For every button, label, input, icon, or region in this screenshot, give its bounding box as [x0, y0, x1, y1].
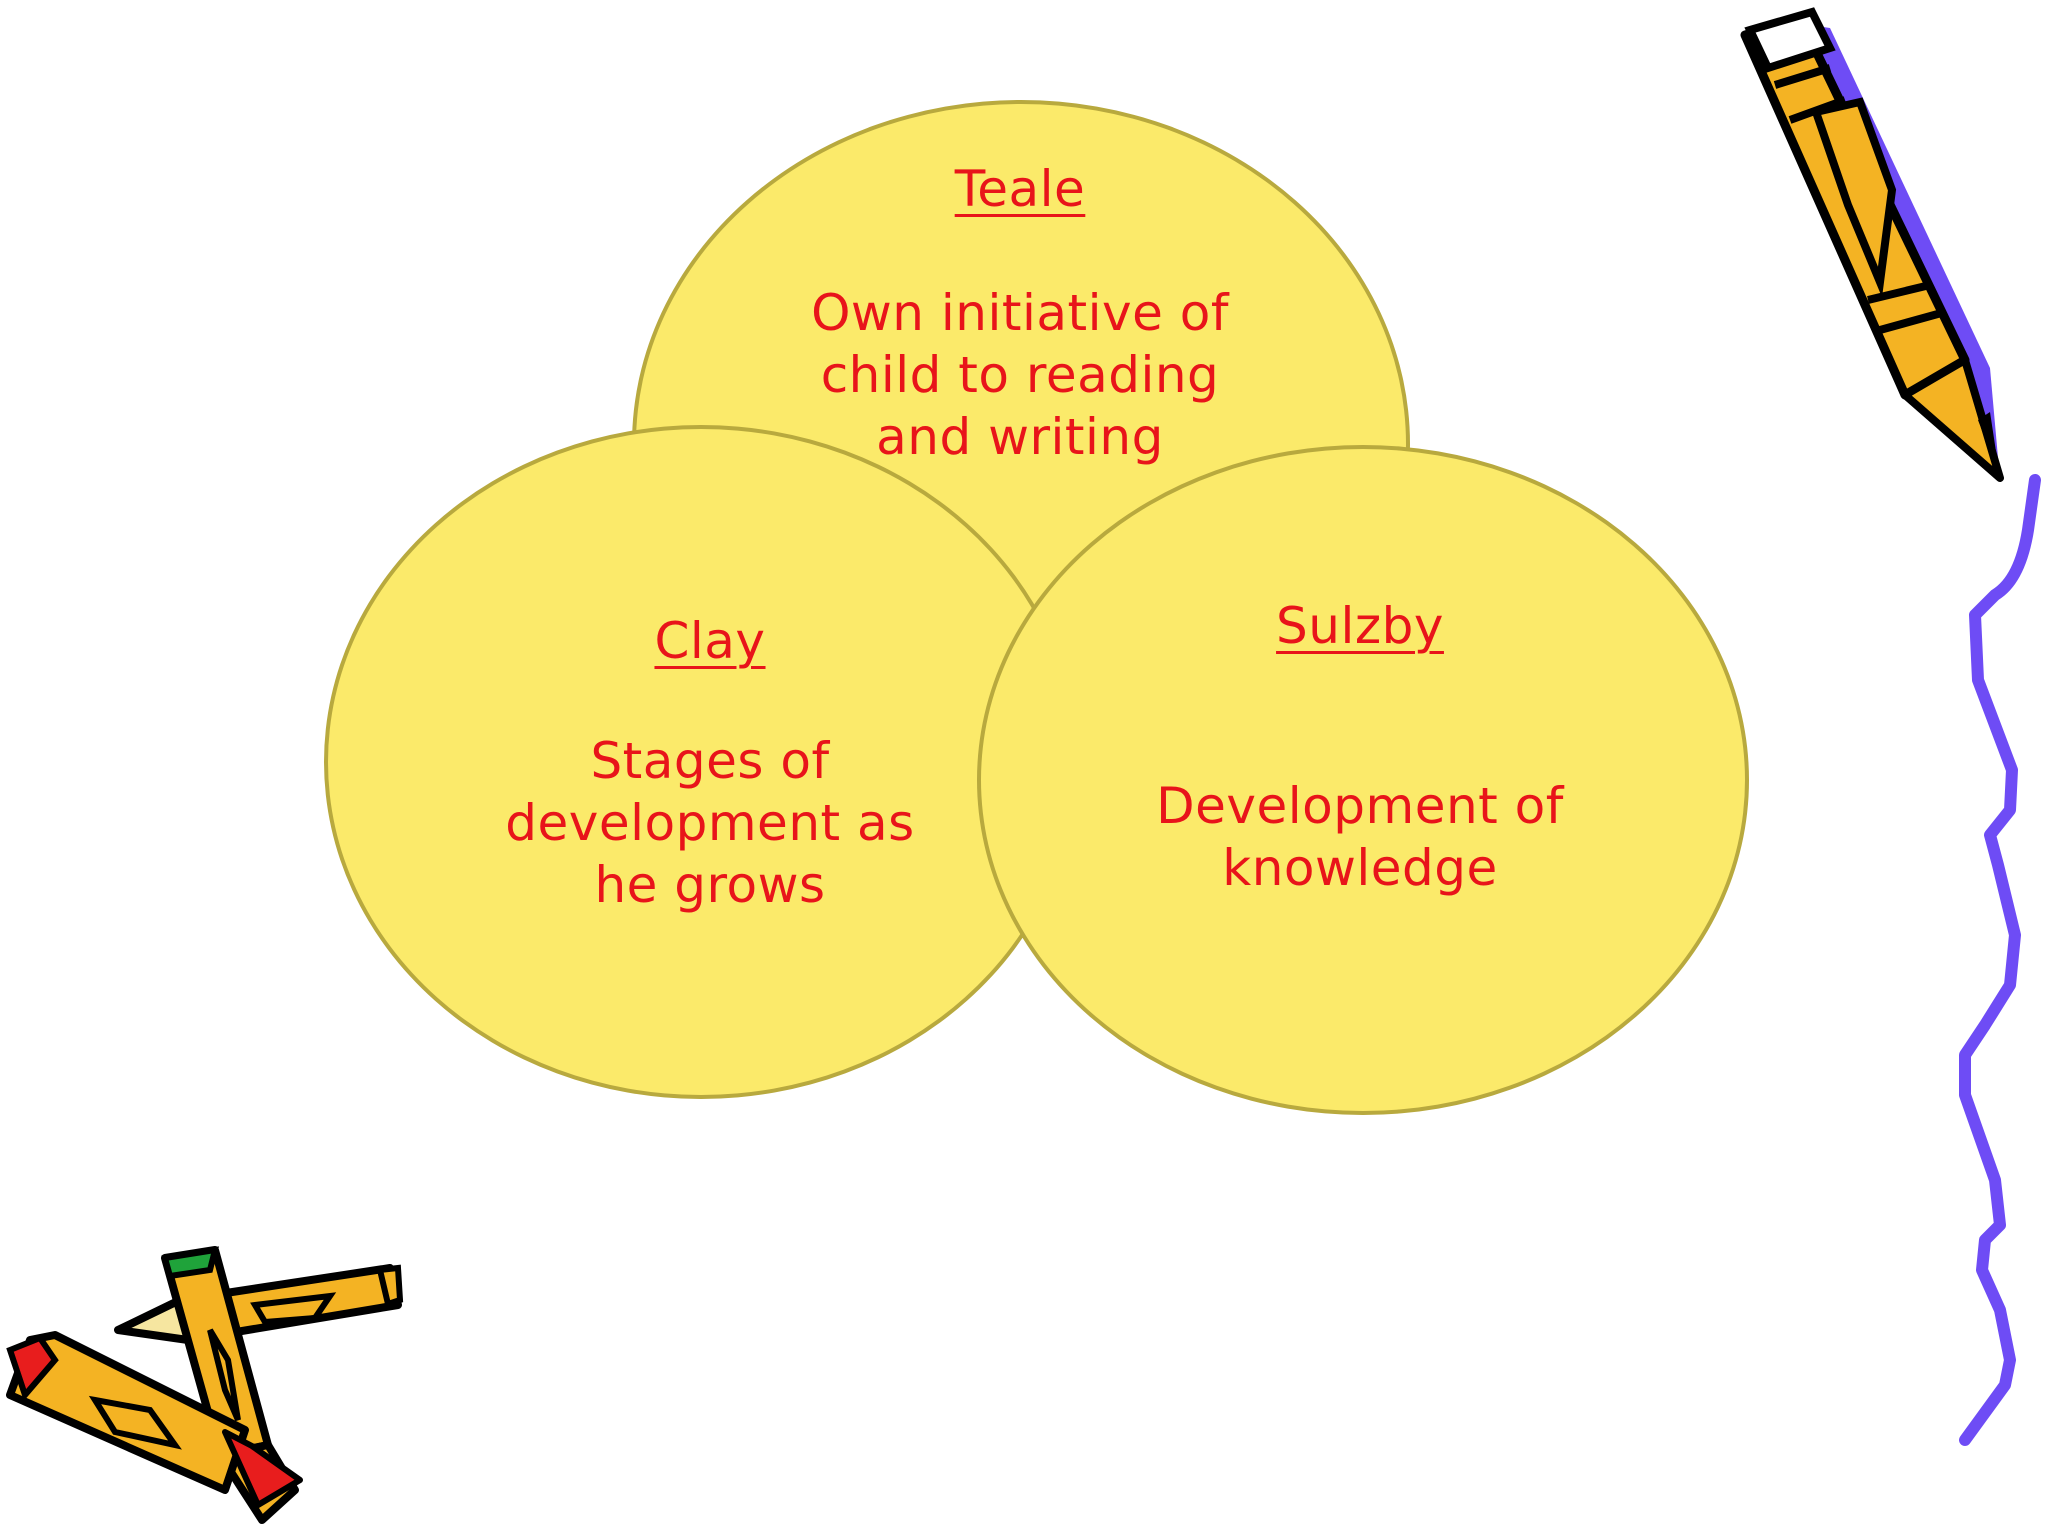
sulzby-body: Development of knowledge	[1156, 777, 1564, 897]
sulzby-heading: Sulzby	[1276, 597, 1444, 655]
squiggle-line	[1959, 474, 2041, 1446]
teale-heading: Teale	[954, 160, 1086, 218]
teale-body: Own initiative of child to reading and w…	[811, 284, 1229, 466]
clay-text: Clay Stages of development as he grows	[470, 610, 950, 916]
circle-clay	[324, 425, 1078, 1099]
pencil-icon	[1740, 7, 2004, 482]
teale-text: Teale Own initiative of child to reading…	[730, 158, 1310, 468]
sulzby-text: Sulzby Development of knowledge	[1110, 595, 1610, 899]
clay-heading: Clay	[654, 612, 766, 670]
circle-sulzby	[977, 445, 1749, 1115]
clay-body: Stages of development as he grows	[505, 732, 915, 914]
crossed-pencils-icon	[6, 1246, 404, 1524]
